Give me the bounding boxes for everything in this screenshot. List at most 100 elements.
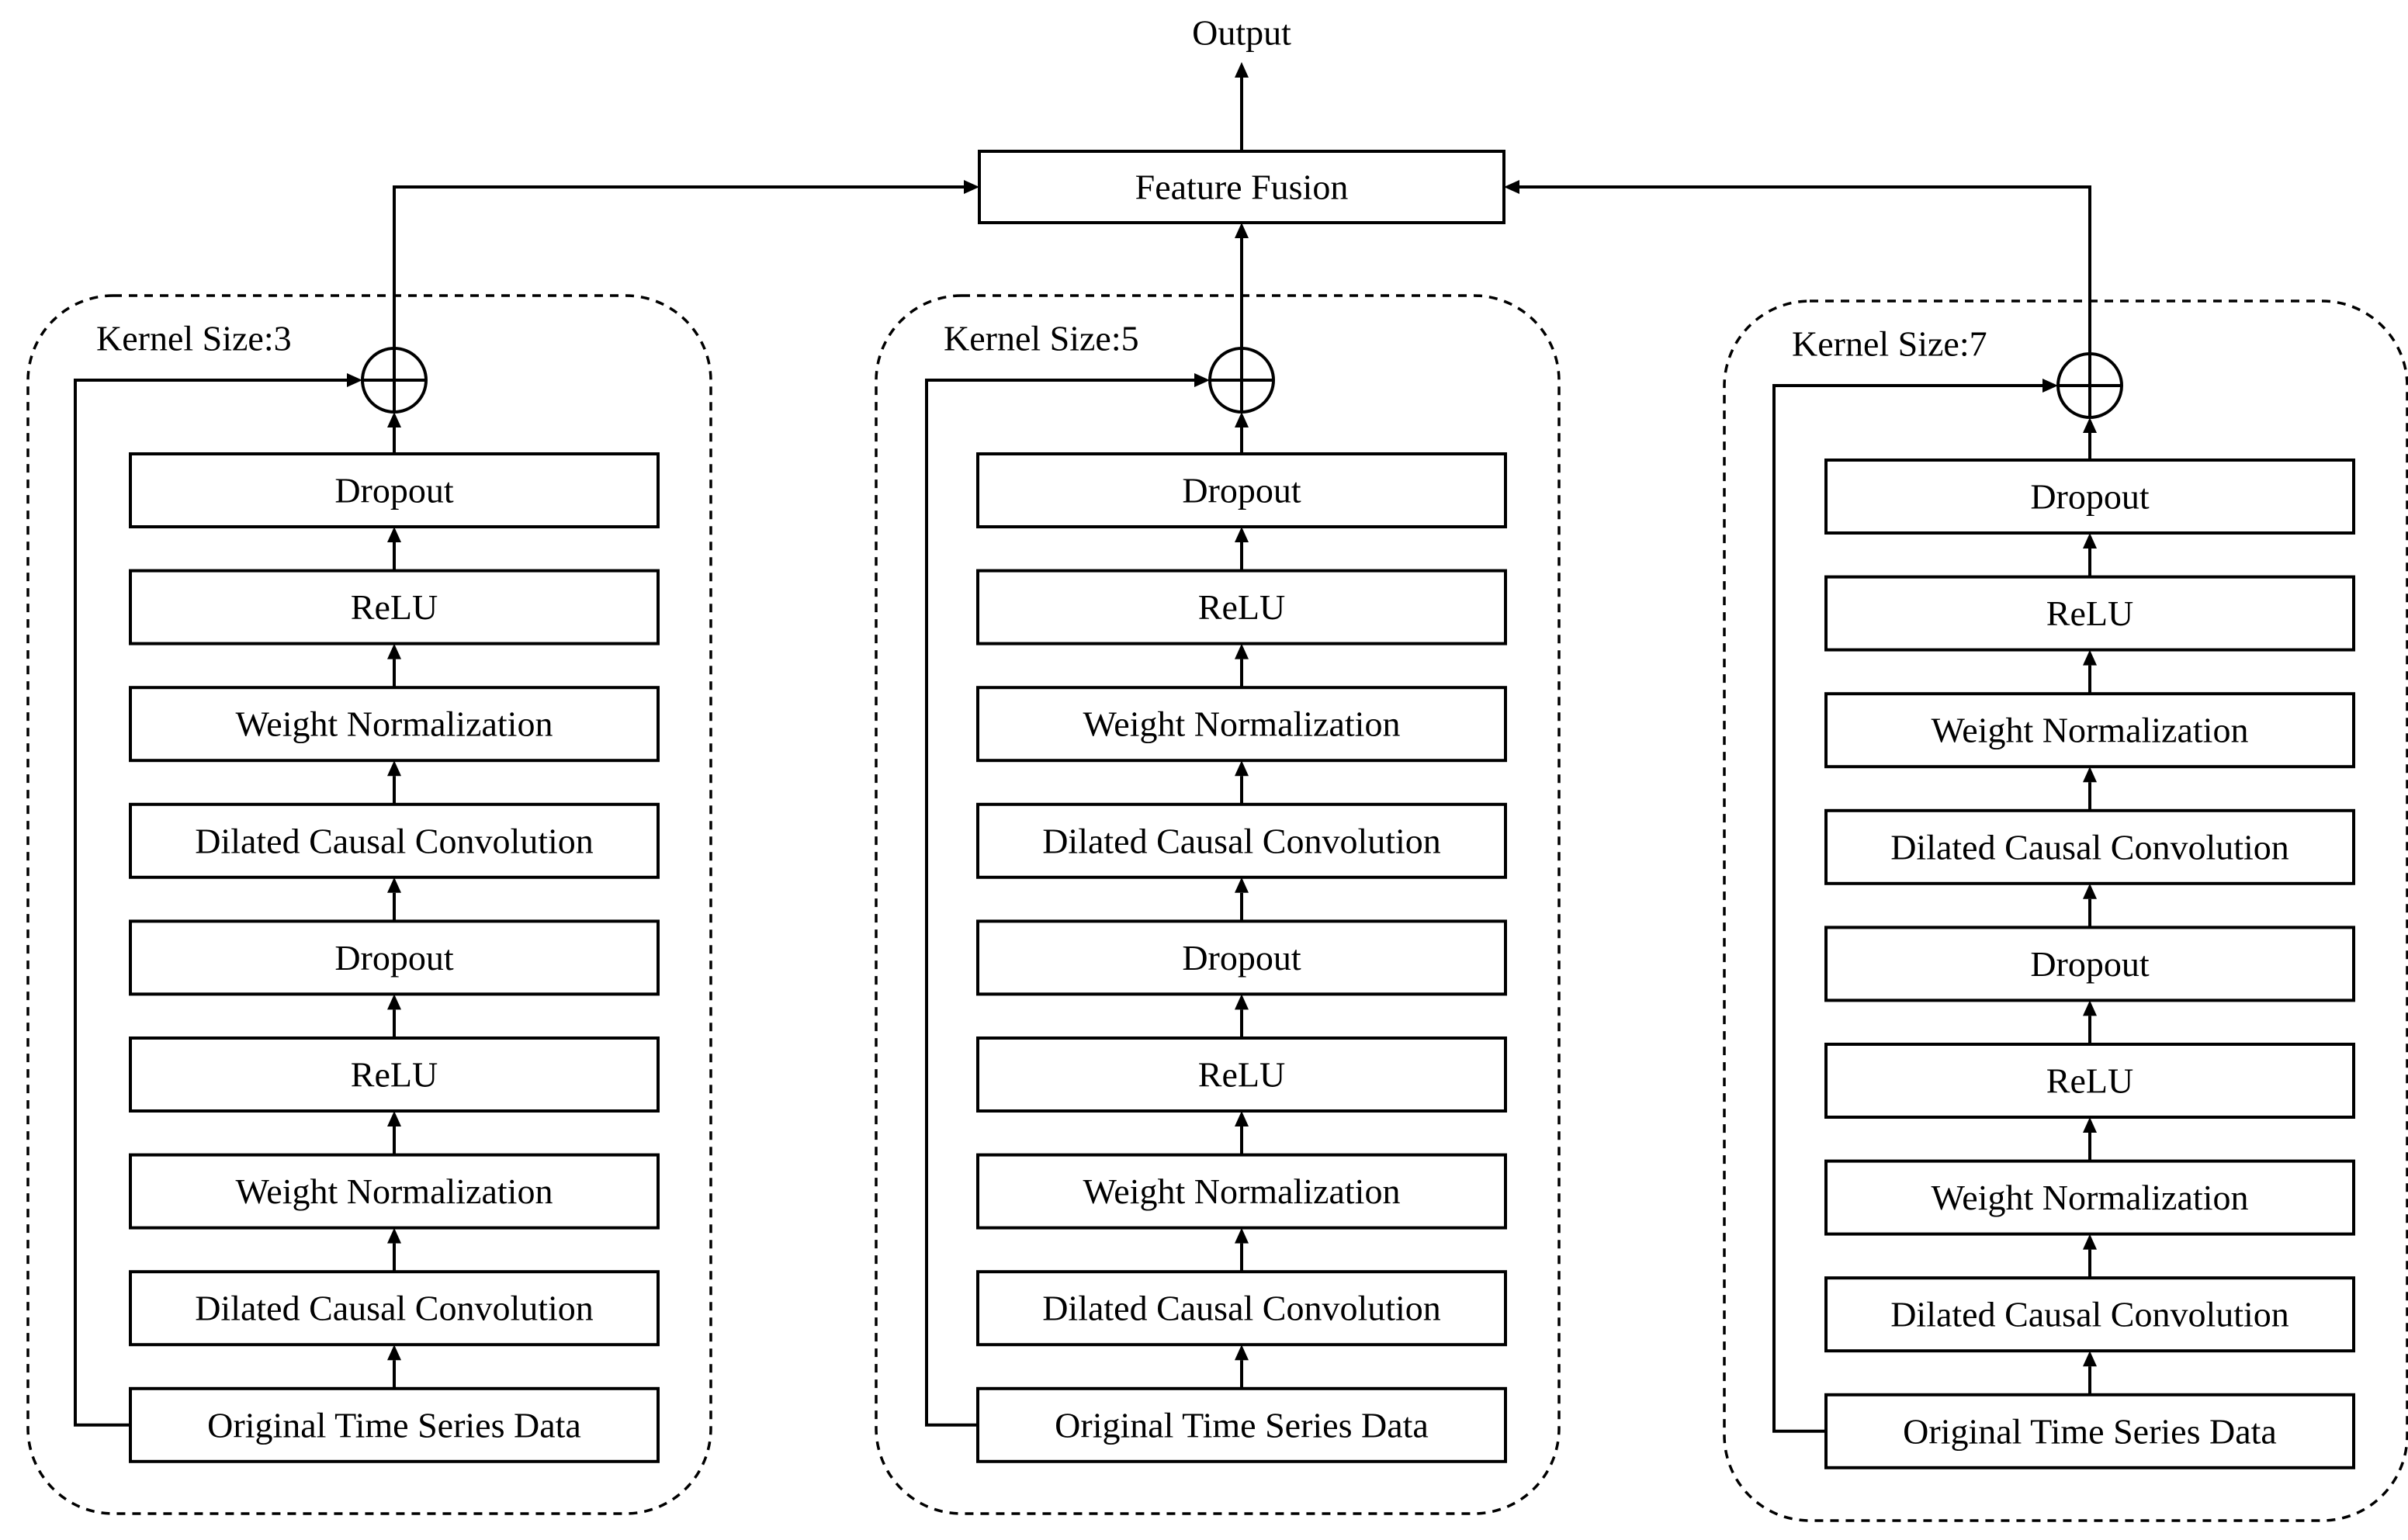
branch-1-weight-normalization-label: Weight Normalization	[236, 1171, 553, 1211]
branch-1-flow-arrow-head	[387, 760, 401, 777]
branch-1-container	[26, 294, 712, 1515]
branch-2-weight-normalization-label: Weight Normalization	[1083, 1171, 1401, 1211]
branch-1-flow-arrow-head	[387, 643, 401, 659]
branch-3-dilated-causal-convolution-label: Dilated Causal Convolution	[1890, 827, 2289, 867]
branch-2-flow-arrow-head	[1235, 877, 1249, 893]
branch-2-dropout-label: Dropout	[1182, 471, 1301, 510]
branch-3-flow-arrow-head	[2083, 649, 2097, 666]
branch-3-flow-arrow-head	[2083, 1000, 2097, 1016]
branch-1-dilated-causal-convolution-box	[129, 1270, 660, 1347]
branch-2-flow-arrow-head	[1235, 1344, 1249, 1361]
branch-1-relu-label: ReLU	[351, 1055, 438, 1095]
branch-3-dropout-box	[1824, 459, 2355, 535]
branch-1-weight-normalization-box	[129, 1153, 660, 1230]
branch-1-original-time-series-data-box	[129, 1386, 660, 1463]
branch-1-weight-normalization-box	[129, 686, 660, 763]
branch-2-container	[875, 294, 1561, 1515]
branch-1-flow-arrow-head	[387, 1344, 401, 1361]
branch-2-dropout-box	[976, 452, 1507, 528]
branch-1-dropout-to-add-arrow-head	[387, 412, 401, 427]
branch-2-relu-box	[976, 1036, 1507, 1113]
branch-3-original-time-series-data-box	[1824, 1393, 2355, 1469]
branch-1-residual-skip-arrow-head	[347, 373, 362, 387]
branch-3-container	[1723, 299, 2408, 1522]
output-label: Output	[1192, 13, 1291, 53]
branch-3-dropout-label: Dropout	[2030, 477, 2150, 517]
branch-2-dilated-causal-convolution-box	[976, 1270, 1507, 1347]
feature-fusion-label: Feature Fusion	[1135, 168, 1349, 207]
branch-2-original-time-series-data-box	[976, 1386, 1507, 1463]
branch-2-dilated-causal-convolution-label: Dilated Causal Convolution	[1042, 821, 1441, 860]
connector-layer	[74, 62, 2097, 1433]
branch-2-flow-arrow-head	[1235, 994, 1249, 1010]
branch-3-weight-normalization-label: Weight Normalization	[1932, 1178, 2249, 1217]
feature-fusion-box	[978, 150, 1505, 224]
branch-3-relu-label: ReLU	[2046, 594, 2133, 633]
branch-3-dilated-causal-convolution-box	[1824, 1276, 2355, 1353]
branch-1-dropout-box	[129, 452, 660, 528]
branch-1-weight-normalization-label: Weight Normalization	[236, 704, 553, 744]
branch-3-residual-skip-arrow	[1772, 384, 2042, 1433]
branch-3-weight-normalization-box	[1824, 692, 2355, 769]
branch-3-relu-box	[1824, 575, 2355, 652]
branch-2-flow-arrow-head	[1235, 1111, 1249, 1126]
branch-1-dilated-causal-convolution-label: Dilated Causal Convolution	[195, 821, 594, 860]
branch-1-original-time-series-data-label: Original Time Series Data	[207, 1405, 581, 1445]
branch-1-to-fusion-arrow-head	[964, 180, 979, 194]
branch-2-flow-arrow-head	[1235, 760, 1249, 777]
branch-3-flow-arrow-head	[2083, 883, 2097, 899]
branch-2-dilated-causal-convolution-label: Dilated Causal Convolution	[1042, 1289, 1441, 1328]
branch-1-dilated-causal-convolution-label: Dilated Causal Convolution	[195, 1289, 594, 1328]
branch-2-flow-arrow-head	[1235, 1227, 1249, 1244]
branch-1-residual-skip-arrow	[74, 379, 347, 1427]
branch-1-flow-arrow-head	[387, 877, 401, 893]
branch-2-weight-normalization-box	[976, 1153, 1507, 1230]
branch-3-relu-box	[1824, 1043, 2355, 1119]
branch-1-flow-arrow-head	[387, 527, 401, 542]
branch-3-flow-arrow-head	[2083, 1117, 2097, 1133]
branch-2-weight-normalization-box	[976, 686, 1507, 763]
branch-3-dropout-box	[1824, 926, 2355, 1002]
branch-2-original-time-series-data-label: Original Time Series Data	[1055, 1405, 1429, 1445]
branch-3-residual-skip-arrow-head	[2042, 379, 2058, 393]
node-layer: Output Feature Fusion Kernel Size:3Dropo…	[26, 13, 2408, 1522]
branch-3-dilated-causal-convolution-label: Dilated Causal Convolution	[1890, 1295, 2289, 1334]
branch-1-dropout-label: Dropout	[334, 471, 454, 510]
branch-2-kernel-size-label: Kernel Size:5	[944, 319, 1139, 358]
branch-2-flow-arrow-head	[1235, 527, 1249, 542]
branch-1-flow-arrow-head	[387, 1111, 401, 1126]
branch-3-weight-normalization-box	[1824, 1159, 2355, 1236]
branch-2-residual-skip-arrow	[925, 379, 1194, 1427]
branch-2-to-fusion-arrow-head	[1235, 223, 1249, 238]
branch-1-relu-box	[129, 1036, 660, 1113]
branch-3-kernel-size-label: Kernel Size:7	[1792, 324, 1987, 364]
branch-3-dropout-to-add-arrow-head	[2083, 417, 2097, 433]
branch-3-flow-arrow-head	[2083, 1351, 2097, 1367]
branch-3-dilated-causal-convolution-box	[1824, 808, 2355, 885]
branch-3-original-time-series-data-label: Original Time Series Data	[1903, 1411, 2277, 1451]
branch-3-dropout-label: Dropout	[2030, 944, 2150, 984]
branch-2-dilated-causal-convolution-box	[976, 802, 1507, 879]
branch-2-dropout-box	[976, 919, 1507, 996]
branch-1-to-fusion-arrow	[393, 185, 964, 348]
branch-3-flow-arrow-head	[2083, 767, 2097, 783]
branch-1-kernel-size-label: Kernel Size:3	[96, 319, 292, 358]
branch-2-relu-label: ReLU	[1198, 1055, 1285, 1095]
branch-3-to-fusion-arrow	[1519, 185, 2091, 354]
branch-2-relu-label: ReLU	[1198, 587, 1285, 627]
branch-1-dropout-label: Dropout	[334, 938, 454, 978]
branch-2-flow-arrow-head	[1235, 643, 1249, 659]
branch-3-flow-arrow-head	[2083, 1234, 2097, 1250]
branch-1-dropout-box	[129, 919, 660, 996]
branch-1-flow-arrow-head	[387, 1227, 401, 1244]
branch-1-flow-arrow-head	[387, 994, 401, 1010]
branch-2-dropout-label: Dropout	[1182, 938, 1301, 978]
fusion-to-output-arrow-head	[1235, 62, 1249, 78]
branch-2-weight-normalization-label: Weight Normalization	[1083, 704, 1401, 744]
branch-1-relu-box	[129, 569, 660, 645]
branch-3-flow-arrow-head	[2083, 533, 2097, 549]
branch-2-dropout-to-add-arrow-head	[1235, 412, 1249, 427]
branch-2-residual-skip-arrow-head	[1194, 373, 1210, 387]
branch-3-relu-label: ReLU	[2046, 1061, 2133, 1101]
